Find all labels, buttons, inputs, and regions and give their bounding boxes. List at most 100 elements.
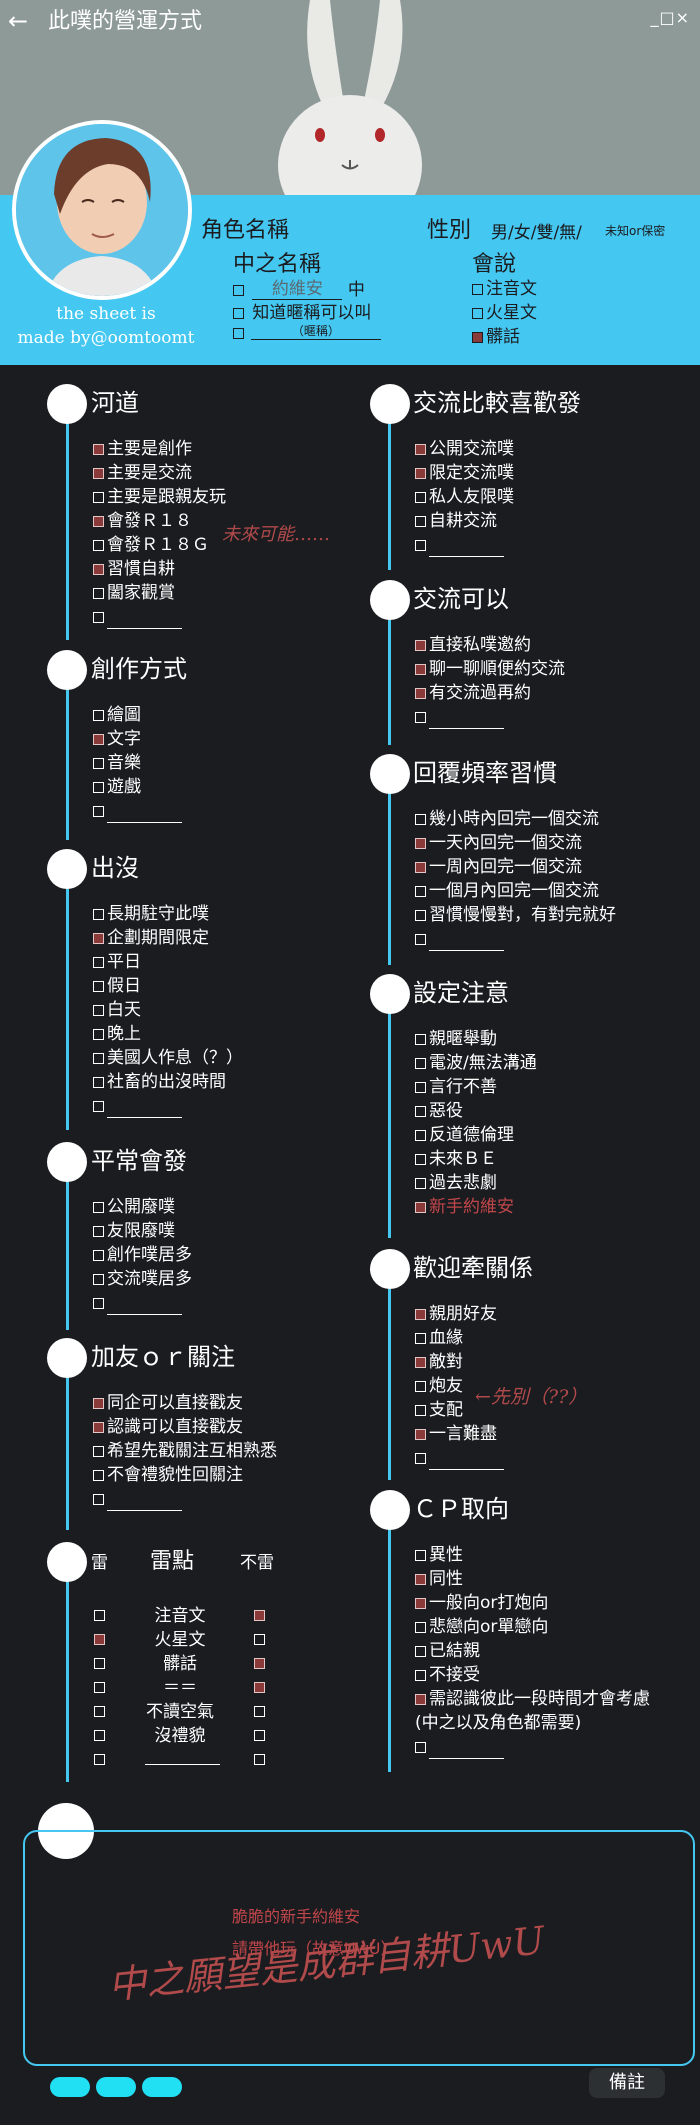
- window-controls-icon[interactable]: _□×: [650, 8, 690, 27]
- checkbox[interactable]: [415, 1573, 426, 1585]
- checkbox[interactable]: [415, 885, 426, 897]
- checkbox[interactable]: [415, 1549, 426, 1561]
- checkbox[interactable]: [93, 1397, 104, 1409]
- checkbox[interactable]: [93, 1004, 104, 1016]
- checkbox[interactable]: [415, 837, 426, 849]
- checkbox[interactable]: [415, 1153, 426, 1165]
- checkbox[interactable]: [415, 909, 426, 921]
- blank-line[interactable]: [107, 1300, 182, 1315]
- checkbox[interactable]: [415, 1597, 426, 1609]
- checkbox[interactable]: [93, 587, 104, 599]
- bulei-checkbox[interactable]: [254, 1706, 265, 1717]
- checkbox[interactable]: [93, 1052, 104, 1064]
- checkbox[interactable]: [415, 1033, 426, 1045]
- bulei-checkbox[interactable]: [254, 1634, 265, 1645]
- blank-line[interactable]: [429, 542, 504, 557]
- checkbox[interactable]: [415, 515, 426, 527]
- back-arrow-icon[interactable]: ←: [8, 7, 29, 35]
- checkbox[interactable]: [93, 467, 104, 479]
- checkbox[interactable]: [233, 328, 244, 339]
- blank-line[interactable]: [429, 714, 504, 729]
- checkbox[interactable]: [93, 1421, 104, 1433]
- checkbox[interactable]: [93, 1297, 104, 1309]
- checkbox[interactable]: [415, 861, 426, 873]
- page-dot-1[interactable]: [50, 2077, 90, 2097]
- blank-line[interactable]: [107, 614, 182, 629]
- checkbox[interactable]: [93, 563, 104, 575]
- checkbox[interactable]: [233, 284, 244, 296]
- checkbox[interactable]: [415, 1177, 426, 1189]
- lei-checkbox[interactable]: [94, 1706, 105, 1717]
- checkbox[interactable]: [93, 1100, 104, 1112]
- blank-line[interactable]: [107, 1103, 182, 1118]
- checkbox[interactable]: [415, 467, 426, 479]
- blank-line[interactable]: [429, 936, 504, 951]
- checkbox[interactable]: [93, 757, 104, 769]
- checkbox[interactable]: [415, 1404, 426, 1416]
- checkbox[interactable]: [93, 1201, 104, 1213]
- checkbox[interactable]: [415, 1741, 426, 1753]
- checkbox[interactable]: [415, 1332, 426, 1344]
- checkbox[interactable]: [472, 331, 483, 343]
- checkbox[interactable]: [93, 1493, 104, 1505]
- checkbox[interactable]: [472, 283, 483, 295]
- checkbox[interactable]: [93, 908, 104, 920]
- checkbox[interactable]: [472, 307, 483, 319]
- checkbox[interactable]: [415, 1081, 426, 1093]
- bulei-checkbox[interactable]: [254, 1682, 265, 1693]
- checkbox[interactable]: [415, 1380, 426, 1392]
- checkbox[interactable]: [415, 1428, 426, 1440]
- checkbox[interactable]: [93, 980, 104, 992]
- lei-checkbox[interactable]: [94, 1754, 105, 1765]
- bulei-checkbox[interactable]: [254, 1754, 265, 1765]
- checkbox[interactable]: [93, 443, 104, 455]
- lei-checkbox[interactable]: [94, 1610, 105, 1621]
- checkbox[interactable]: [415, 1057, 426, 1069]
- checkbox[interactable]: [93, 932, 104, 944]
- checkbox[interactable]: [93, 1469, 104, 1481]
- checkbox[interactable]: [415, 1645, 426, 1657]
- bulei-checkbox[interactable]: [254, 1610, 265, 1621]
- checkbox[interactable]: [233, 307, 244, 319]
- checkbox[interactable]: [93, 515, 104, 527]
- checkbox[interactable]: [415, 539, 426, 551]
- blank-line[interactable]: [145, 1750, 220, 1765]
- checkbox[interactable]: [93, 1028, 104, 1040]
- checkbox[interactable]: [415, 687, 426, 699]
- checkbox[interactable]: [415, 1356, 426, 1368]
- checkbox[interactable]: [415, 1129, 426, 1141]
- lei-checkbox[interactable]: [94, 1658, 105, 1669]
- checkbox[interactable]: [415, 491, 426, 503]
- checkbox[interactable]: [93, 1076, 104, 1088]
- checkbox[interactable]: [415, 711, 426, 723]
- checkbox[interactable]: [93, 1445, 104, 1457]
- note-button[interactable]: 備註: [589, 2068, 665, 2098]
- checkbox[interactable]: [415, 1201, 426, 1213]
- checkbox[interactable]: [415, 1621, 426, 1633]
- checkbox[interactable]: [415, 1308, 426, 1320]
- checkbox[interactable]: [93, 491, 104, 503]
- bulei-checkbox[interactable]: [254, 1730, 265, 1741]
- lei-checkbox[interactable]: [94, 1634, 105, 1645]
- checkbox[interactable]: [415, 443, 426, 455]
- bulei-checkbox[interactable]: [254, 1658, 265, 1669]
- blank-line[interactable]: [429, 1455, 504, 1470]
- lei-checkbox[interactable]: [94, 1730, 105, 1741]
- checkbox[interactable]: [415, 639, 426, 651]
- checkbox[interactable]: [415, 813, 426, 825]
- checkbox[interactable]: [93, 1225, 104, 1237]
- page-dot-3[interactable]: [142, 2077, 182, 2097]
- checkbox[interactable]: [93, 956, 104, 968]
- blank-line[interactable]: [107, 1496, 182, 1511]
- blank-line[interactable]: [107, 808, 182, 823]
- checkbox[interactable]: [93, 1249, 104, 1261]
- checkbox[interactable]: [93, 1273, 104, 1285]
- page-dot-2[interactable]: [96, 2077, 136, 2097]
- checkbox[interactable]: [93, 611, 104, 623]
- checkbox[interactable]: [93, 805, 104, 817]
- checkbox[interactable]: [415, 1452, 426, 1464]
- blank-line[interactable]: [429, 1744, 504, 1759]
- lei-checkbox[interactable]: [94, 1682, 105, 1693]
- checkbox[interactable]: [93, 709, 104, 721]
- checkbox[interactable]: [93, 733, 104, 745]
